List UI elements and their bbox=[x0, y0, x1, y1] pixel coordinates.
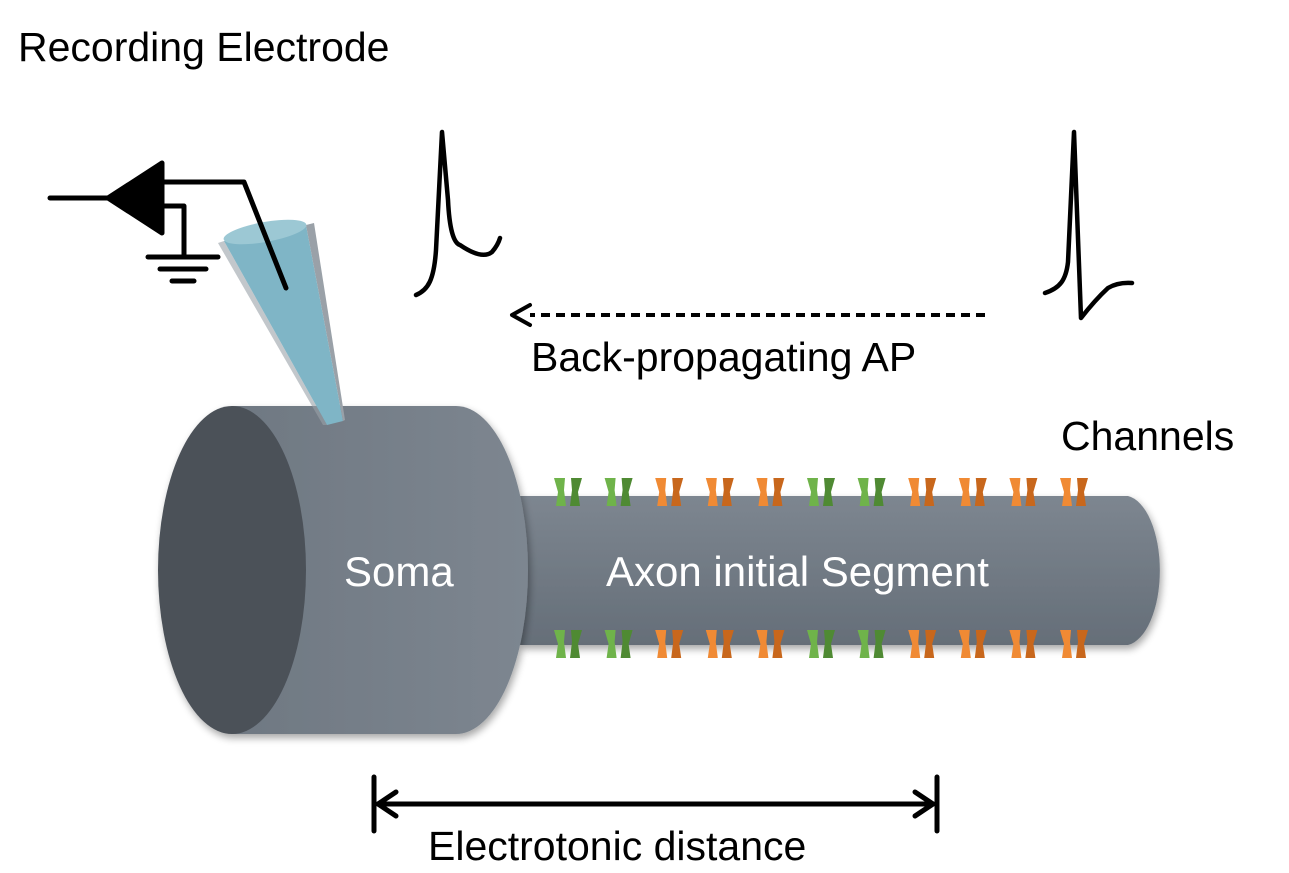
ion-channel-icon bbox=[958, 630, 987, 658]
ion-channel-icon bbox=[756, 478, 785, 506]
ion-channel-icon bbox=[1009, 478, 1038, 506]
ion-channel-icon bbox=[655, 630, 684, 658]
ion-channel-icon bbox=[857, 630, 886, 658]
ion-channel-icon bbox=[705, 478, 734, 506]
ion-channel-icon bbox=[756, 630, 785, 658]
arrow-left-icon bbox=[510, 303, 532, 327]
ion-channel-icon bbox=[1009, 630, 1038, 658]
axon-initial-segment bbox=[520, 496, 1160, 645]
soma-label: Soma bbox=[344, 548, 454, 595]
electrotonic-distance-label: Electrotonic distance bbox=[428, 823, 807, 869]
soma-end-face bbox=[158, 406, 306, 734]
soma-action-potential-trace bbox=[413, 129, 503, 298]
ion-channel-icon bbox=[1060, 478, 1088, 506]
ion-channel-icon bbox=[554, 630, 582, 658]
ion-channel-icon bbox=[908, 478, 937, 506]
ion-channel-icon bbox=[857, 478, 886, 506]
back-propagation-arrow bbox=[510, 303, 985, 327]
electrode-wire bbox=[159, 179, 289, 291]
ion-channel-icon bbox=[807, 630, 835, 658]
axon-initial-segment-label: Axon initial Segment bbox=[606, 548, 989, 595]
ion-channel-icon bbox=[604, 478, 633, 506]
ion-channel-icon bbox=[807, 478, 835, 506]
amplifier-symbol bbox=[47, 160, 289, 291]
ground-wire bbox=[159, 203, 187, 260]
ion-channel-icon bbox=[554, 478, 582, 506]
ion-channel-icon bbox=[958, 478, 987, 506]
soma-cylinder bbox=[158, 406, 528, 734]
channels-label: Channels bbox=[1061, 413, 1235, 459]
ion-channel-icon bbox=[1060, 630, 1088, 658]
ion-channel-icon bbox=[908, 630, 937, 658]
recording-electrode-label: Recording Electrode bbox=[18, 24, 390, 70]
distance-bracket bbox=[371, 774, 940, 834]
amplifier-triangle-icon bbox=[105, 160, 165, 236]
channel-row-bottom bbox=[554, 630, 1088, 658]
ion-channel-icon bbox=[655, 478, 684, 506]
channel-row-top bbox=[554, 478, 1088, 506]
electrode-pipette bbox=[218, 219, 345, 425]
ion-channel-icon bbox=[604, 630, 633, 658]
ion-channel-icon bbox=[705, 630, 734, 658]
axon-action-potential-trace bbox=[1042, 129, 1135, 321]
back-propagating-ap-label: Back-propagating AP bbox=[531, 334, 917, 380]
